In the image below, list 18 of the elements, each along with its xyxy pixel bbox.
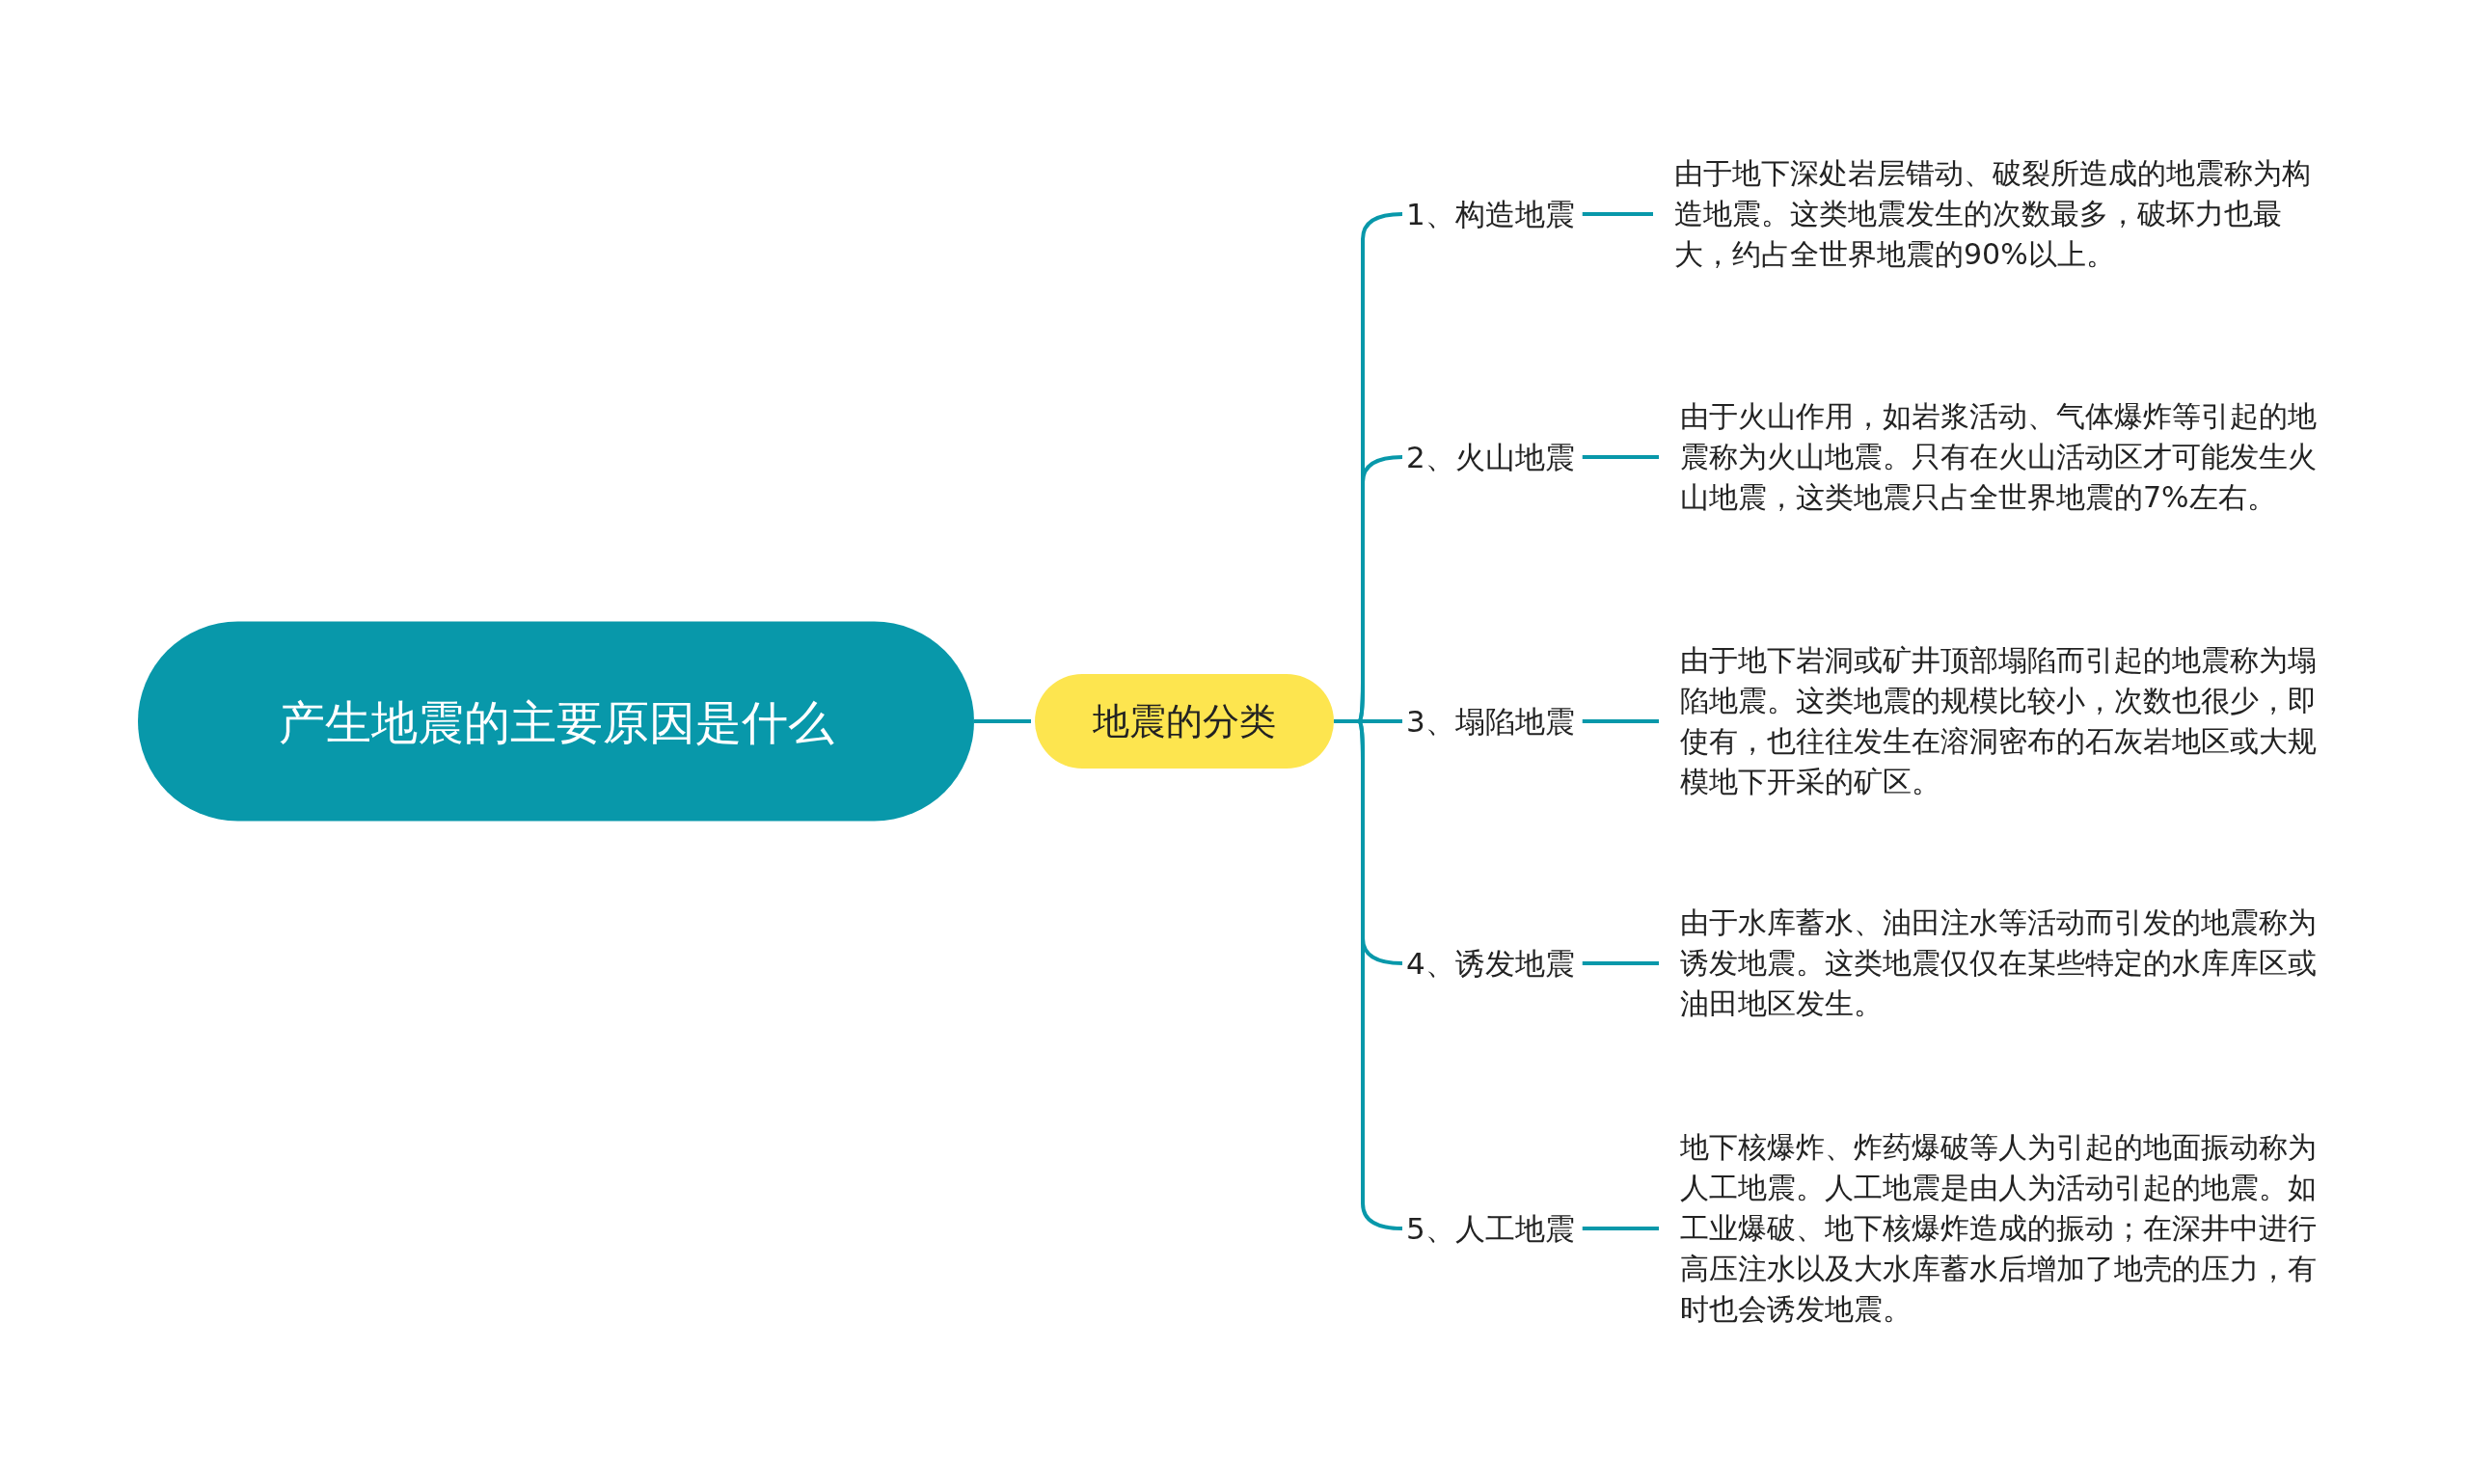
connector-line xyxy=(1582,1227,1659,1230)
description-text: 由于火山作用，如岩浆活动、气体爆炸等引起的地震称为火山地震。只有在火山活动区才可能发生火山地震，这类地震只占全世界地震的7%左右。 xyxy=(1680,396,2336,518)
root-topic: 产生地震的主要原因是什么 xyxy=(138,621,974,822)
branch-label: 1、构造地震 xyxy=(1406,187,1575,241)
description-text: 由于水库蓄水、油田注水等活动而引发的地震称为诱发地震。这类地震仅仅在某些特定的水库库区或油田地区发生。 xyxy=(1680,903,2336,1024)
connector-line xyxy=(1582,961,1659,965)
description-text: 地下核爆炸、炸药爆破等人为引起的地面振动称为人工地震。人工地震是由人为活动引起的地震。如工业爆破、地下核爆炸造成的振动；在深井中进行高压注水以及大水库蓄水后增加了地壳的压力，有时也会诱发地震。 xyxy=(1680,1127,2336,1330)
branch-label: 5、人工地震 xyxy=(1406,1201,1575,1255)
description-text: 由于地下深处岩层错动、破裂所造成的地震称为构造地震。这类地震发生的次数最多，破坏力也最大，约占全世界地震的90%以上。 xyxy=(1674,153,2330,275)
description-text: 由于地下岩洞或矿井顶部塌陷而引起的地震称为塌陷地震。这类地震的规模比较小，次数也很少，即使有，也往往发生在溶洞密布的石灰岩地区或大规模地下开采的矿区。 xyxy=(1680,640,2336,802)
connector-line xyxy=(974,719,1031,723)
branch-label: 2、火山地震 xyxy=(1406,430,1575,484)
connector-line xyxy=(1582,455,1659,459)
connector-line xyxy=(1582,719,1659,723)
connector-line xyxy=(1582,212,1653,216)
topic-pill: 地震的分类 xyxy=(1035,674,1334,769)
branch-label: 4、诱发地震 xyxy=(1406,936,1575,990)
branch-label: 3、塌陷地震 xyxy=(1406,694,1575,748)
